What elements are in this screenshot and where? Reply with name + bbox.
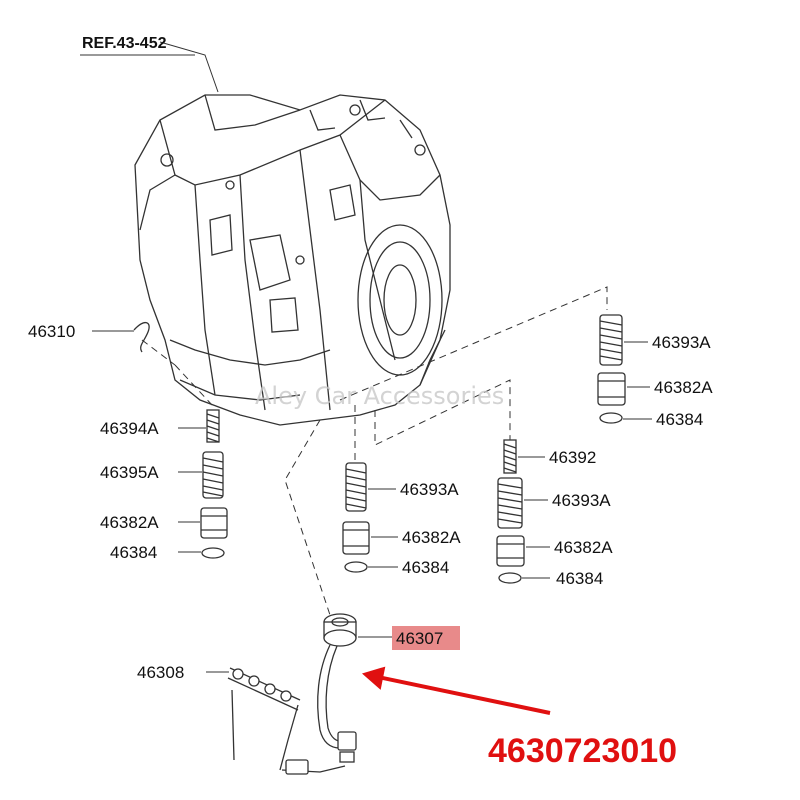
label-fr-46382A: 46382A [654,378,713,397]
callout-arrow [361,666,551,715]
leader-lines [80,41,652,673]
label-46310: 46310 [28,322,75,341]
transmission-housing [134,94,451,426]
left-spring-46395A [202,451,224,499]
ref-label: REF.43-452 [82,35,167,52]
mid-valve-46382A [342,521,370,555]
label-46307-highlighted: 46307 [396,629,443,648]
label-mid-46393A: 46393A [400,480,459,499]
label-fr-46393A: 46393A [652,333,711,352]
guide-lines [141,286,608,616]
label-cr-46392: 46392 [549,448,596,467]
cr-spring-46393A [497,477,523,529]
fr-spring-46393A [599,314,623,366]
mid-spring-46393A [345,462,367,512]
sensor-46307 [317,613,357,763]
label-cr-46393A: 46393A [552,491,611,510]
label-46308: 46308 [137,663,184,682]
callout-part-number: 4630723010 [488,732,677,770]
left-spring-46394A [206,409,220,443]
label-left-46384: 46384 [110,543,157,562]
cr-spring-46392 [503,439,517,474]
label-fr-46384: 46384 [656,410,703,429]
label-left-46395A: 46395A [100,463,159,482]
label-cr-46382A: 46382A [554,538,613,557]
label-mid-46384: 46384 [402,558,449,577]
fr-valve-46382A [597,372,626,406]
cr-ring-46384 [498,572,522,584]
highlight-box [392,626,460,650]
left-valve-46382A [200,507,228,539]
label-left-46394A: 46394A [100,419,159,438]
harness-46308 [227,667,346,775]
cr-valve-46382A [496,535,525,567]
label-cr-46384: 46384 [556,569,603,588]
mid-ring-46384 [344,561,368,573]
label-mid-46382A: 46382A [402,528,461,547]
label-left-46382A: 46382A [100,513,159,532]
clip-46310 [133,322,150,353]
fr-ring-46384 [599,412,623,424]
left-ring-46384 [201,547,225,559]
watermark: Aley Car Accessories [255,382,504,410]
